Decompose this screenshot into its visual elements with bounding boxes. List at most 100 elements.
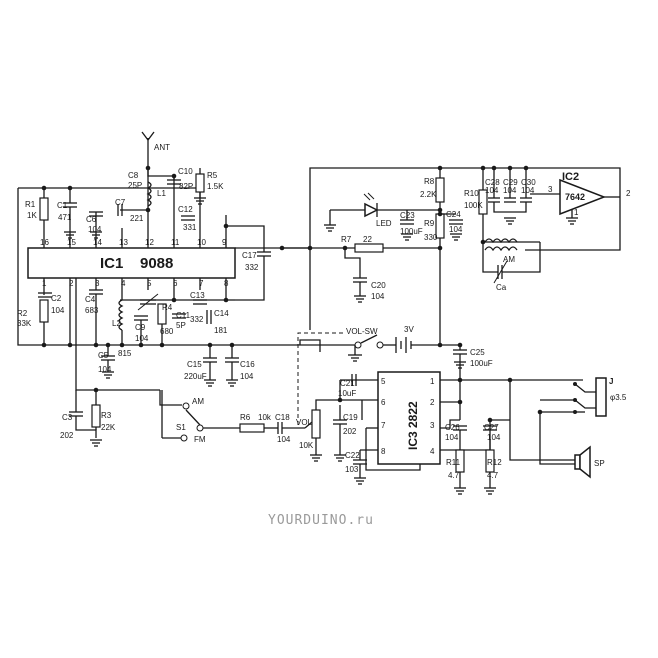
c7-value: 221 — [130, 214, 144, 223]
ic2-chip: IC2 7642 3 2 1 — [530, 171, 631, 218]
speaker: SP — [539, 412, 605, 479]
c5-ref: C5 — [98, 351, 109, 360]
c11-ref: C11 — [176, 311, 191, 320]
ic3-pin-8: 8 — [381, 447, 386, 456]
r5-ref: R5 — [207, 171, 218, 180]
vol-sw-label: VOL-SW — [346, 327, 378, 336]
r9-ref: R9 — [424, 219, 435, 228]
c25-value: 100uF — [470, 359, 493, 368]
c6-ref: C6 — [86, 215, 97, 224]
c7-ref: C7 — [115, 198, 126, 207]
battery-voltage: 3V — [404, 325, 414, 334]
r9-resistor: R9 330 — [424, 213, 445, 248]
headphone-jack[interactable]: J φ3.5 — [510, 377, 627, 417]
r7-value: 22 — [363, 235, 372, 244]
c8-capacitor: C8 25P — [128, 171, 142, 190]
c15-value: 220uF — [184, 372, 207, 381]
c12-capacitor: C12 331 — [178, 205, 197, 232]
l1-inductor: L1 — [146, 181, 166, 207]
c27-capacitor: C27 104 — [483, 423, 501, 442]
r11-value: 4.7 — [448, 471, 460, 480]
ic3-pin-2: 2 — [430, 398, 435, 407]
ic3-pin-1: 1 — [430, 377, 435, 386]
ic3-pin-6: 6 — [381, 398, 386, 407]
c6-capacitor: C6 104 — [86, 211, 103, 234]
c9-capacitor: C9 104 — [134, 315, 149, 345]
c2-capacitor: C2 104 — [38, 292, 65, 315]
r5-resistor: R5 1.5K — [195, 171, 224, 198]
l1-ref: L1 — [157, 189, 166, 198]
vol-switch-link — [297, 332, 345, 425]
r6-ref: R6 — [240, 413, 251, 422]
ca-label: Ca — [496, 283, 507, 292]
r3-ref: R3 — [101, 411, 112, 420]
c12-value: 331 — [183, 223, 197, 232]
c1-capacitor: C1 471 — [57, 188, 77, 232]
am-coil-label: AM — [503, 255, 515, 264]
r12-ref: R12 — [487, 458, 502, 467]
c21-capacitor: C21 10uF — [338, 374, 357, 398]
ic3-wiring — [340, 362, 540, 471]
ic1-pin-11: 11 — [171, 238, 180, 247]
antenna-label: ANT — [154, 143, 170, 152]
switch-fm-label: FM — [194, 435, 206, 444]
switch-ref: S1 — [176, 423, 186, 432]
c17-value: 332 — [245, 263, 259, 272]
c20-ref: C20 — [371, 281, 386, 290]
l2-code: 815 — [118, 349, 132, 358]
ic1-pin-12: 12 — [145, 238, 154, 247]
c25-ref: C25 — [470, 348, 485, 357]
c23-capacitor: C23 100uF — [400, 210, 423, 236]
r8-ref: R8 — [424, 177, 435, 186]
r1-value: 1K — [27, 211, 37, 220]
ic2-pin2: 2 — [626, 189, 631, 198]
ic1-pin-16: 16 — [40, 238, 49, 247]
r6-value: 10k — [258, 413, 272, 422]
ca-trimmer: Ca — [482, 242, 541, 292]
c14-capacitor: C14 181 — [206, 309, 229, 335]
jack-ref: J — [609, 377, 613, 386]
speaker-label: SP — [594, 459, 605, 468]
c4-capacitor: C4 683 — [85, 289, 103, 345]
c11-capacitor: C11 5P — [172, 311, 191, 330]
ic1-pin-14: 14 — [93, 238, 102, 247]
r10-ref: R10 — [464, 189, 479, 198]
ic1-part: 9088 — [140, 255, 173, 272]
c13-value: 332 — [190, 315, 204, 324]
c5-capacitor: C5 104 — [98, 345, 115, 374]
c26-value: 104 — [445, 433, 459, 442]
c26-ref: C26 — [445, 423, 460, 432]
c16-capacitor: C16 104 — [225, 345, 255, 381]
r11-resistor: R11 4.7 — [446, 440, 465, 488]
c25-capacitor: C25 100uF — [453, 345, 493, 368]
c20-capacitor: C20 104 — [344, 248, 386, 301]
c24-value: 104 — [449, 225, 463, 234]
ground-symbols — [64, 197, 578, 495]
l2-inductor: L2 815 — [112, 299, 132, 358]
battery-3v: 3V — [395, 325, 460, 353]
c4-ref: C4 — [85, 295, 96, 304]
c19-value: 202 — [343, 427, 357, 436]
volume-potentiometer[interactable]: VOL 10K — [296, 380, 341, 455]
c21-ref: C21 — [340, 379, 355, 388]
c19-ref: C19 — [343, 413, 358, 422]
c26-capacitor: C26 104 — [445, 423, 467, 442]
junction-dots — [41, 165, 543, 423]
c7-capacitor: C7 221 — [115, 198, 144, 223]
r4-ref: R4 — [162, 303, 173, 312]
r8-value: 2.2K — [420, 190, 437, 199]
c24-ref: C24 — [446, 210, 461, 219]
c9-ref: C9 — [135, 323, 146, 332]
c3-capacitor: C3 202 — [60, 390, 97, 440]
switch-s1[interactable]: AM S1 FM — [159, 390, 206, 444]
c23-value: 100uF — [400, 227, 423, 236]
c11-value: 5P — [176, 321, 186, 330]
c14-ref: C14 — [214, 309, 229, 318]
vol-label: VOL — [296, 418, 313, 427]
ic2-label: IC2 — [562, 171, 579, 183]
ic1-pin-5: 5 — [147, 279, 152, 288]
c27-value: 104 — [487, 433, 501, 442]
r4-resistor: R4 680 — [157, 303, 174, 345]
power-switch[interactable]: VOL-SW — [300, 327, 396, 362]
c30-ref: C30 — [521, 178, 536, 187]
